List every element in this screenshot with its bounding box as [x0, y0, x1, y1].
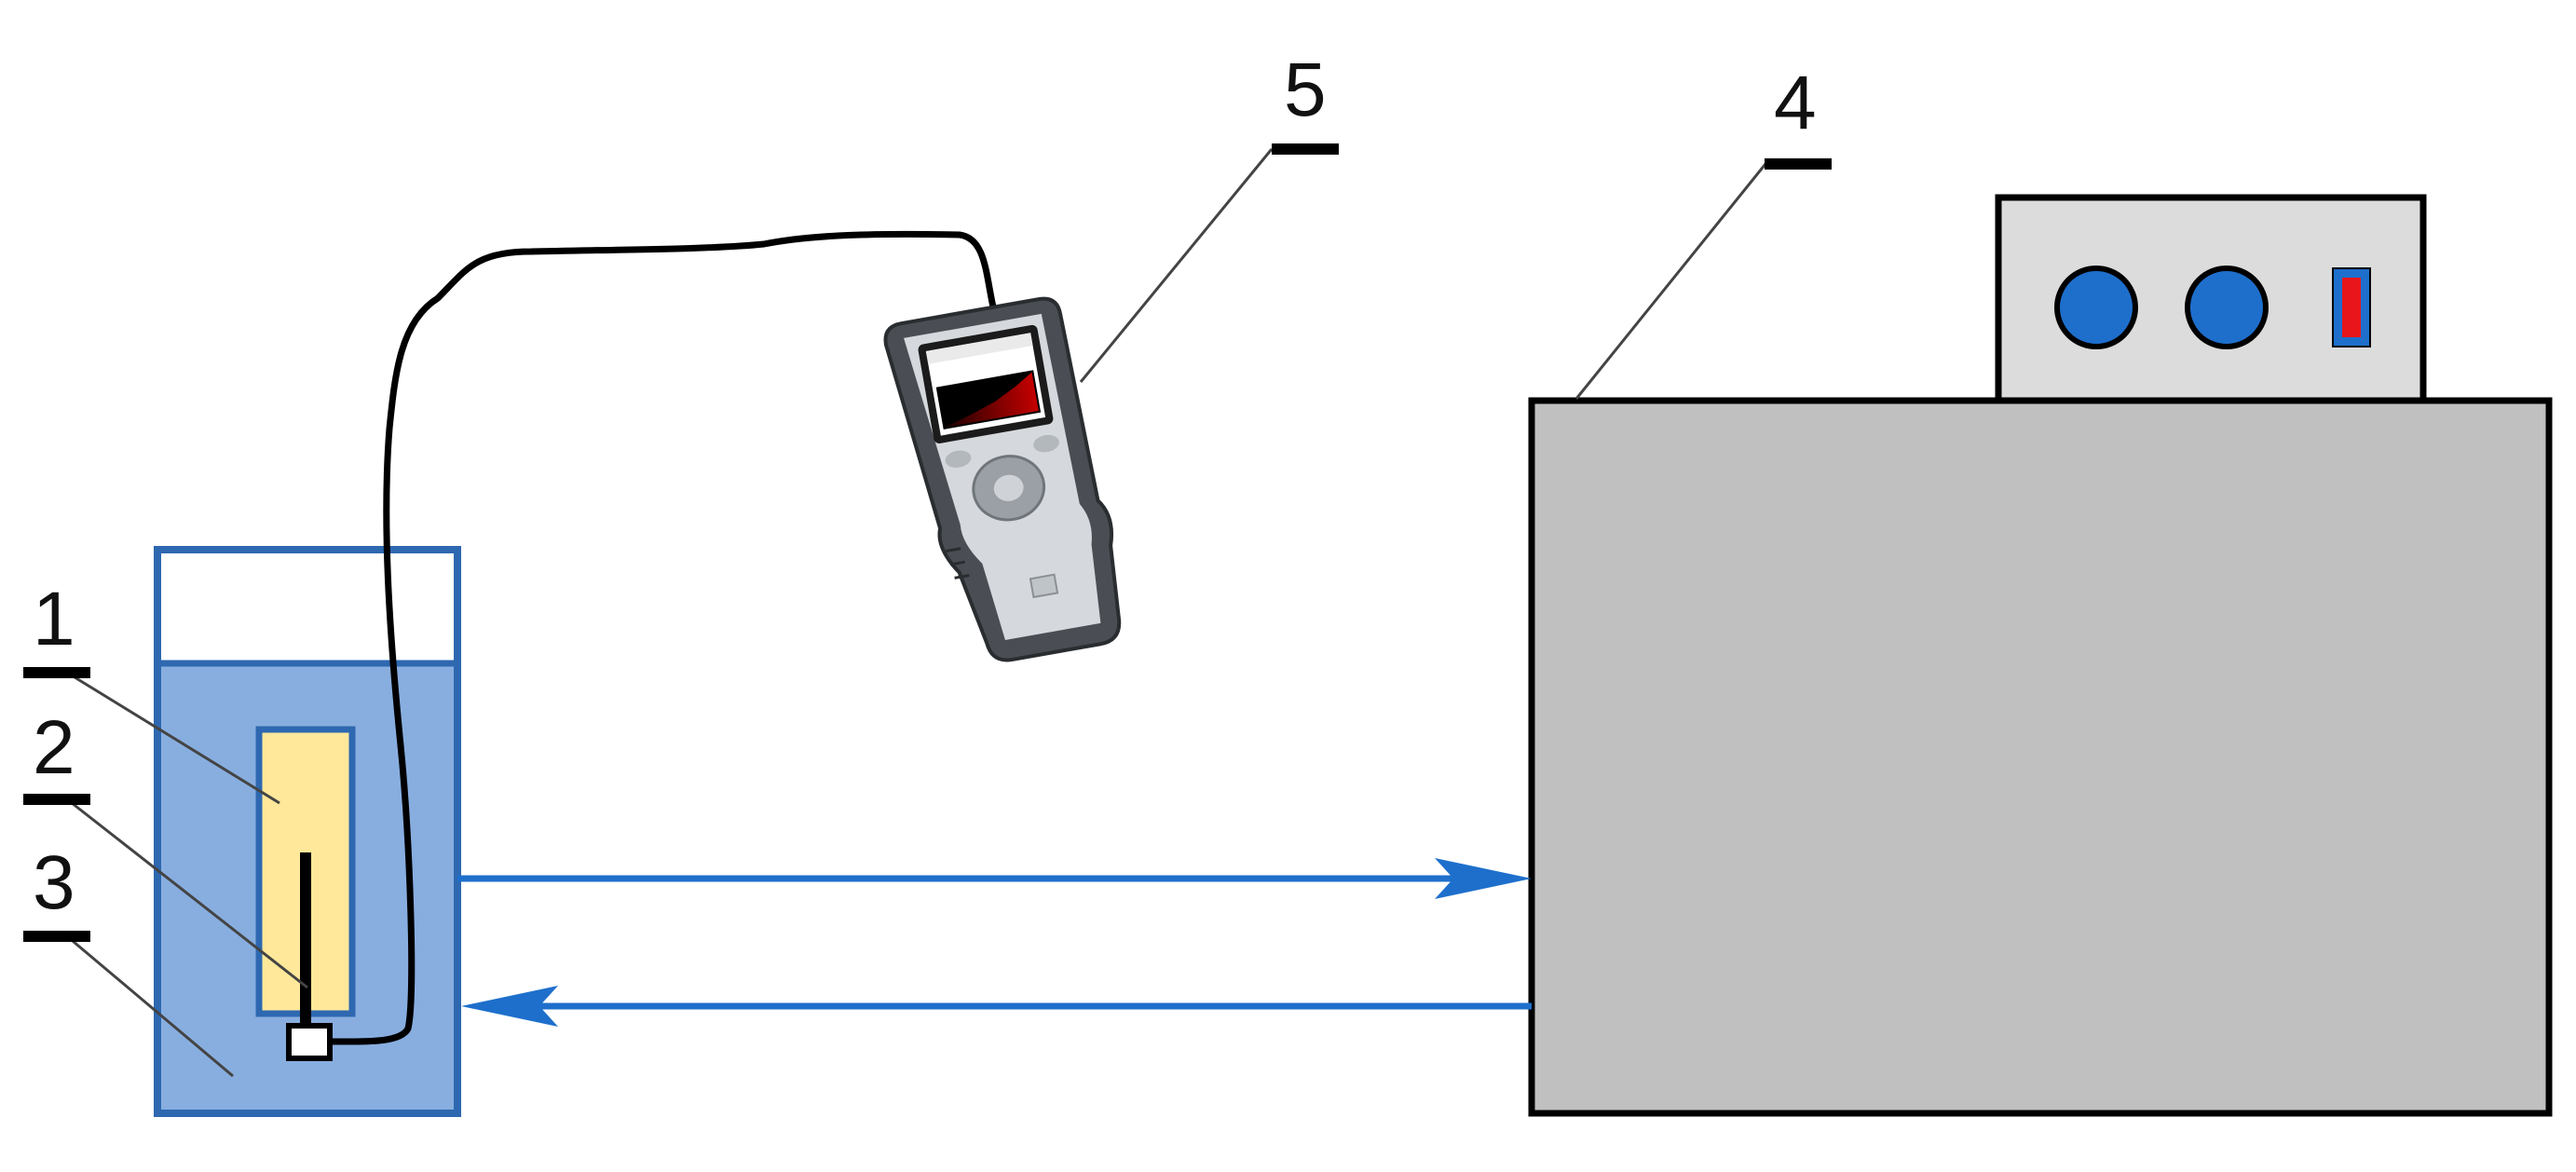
probe-cable — [329, 230, 999, 1045]
thermostat — [1528, 194, 2553, 1117]
vessel-outline — [154, 546, 461, 1117]
meter-screen-header — [925, 333, 1033, 364]
label-bar-4 — [1765, 158, 1832, 170]
arrow-left-icon — [461, 986, 558, 1027]
knob-icon — [2054, 266, 2138, 349]
circulation — [457, 858, 1532, 1027]
meter-grip-2 — [949, 560, 966, 566]
label-bar-1 — [23, 667, 90, 678]
label-bar-2 — [23, 794, 90, 805]
label-bars — [23, 143, 1832, 942]
label-4: 4 — [1774, 61, 1817, 145]
label-2: 2 — [33, 705, 75, 790]
leader-1 — [66, 671, 280, 805]
meter-screen-curve — [945, 372, 1039, 428]
leader-3 — [66, 934, 234, 1078]
vessel — [154, 546, 461, 1117]
meter-button-left — [945, 450, 972, 468]
label-bar-3 — [23, 931, 90, 942]
meter-button-right — [1033, 434, 1059, 453]
label-1: 1 — [33, 577, 75, 661]
meter-logo — [1029, 573, 1059, 599]
meter-grip-1 — [946, 547, 961, 553]
thermostat-body — [1528, 397, 2553, 1117]
leader-lines — [66, 148, 1767, 1078]
knob-icon — [2185, 266, 2269, 349]
leader-2 — [66, 797, 308, 989]
arrow-right-icon — [1435, 858, 1532, 899]
handheld-meter — [883, 296, 1122, 662]
leader-4 — [1574, 163, 1767, 400]
leader-5 — [1079, 148, 1274, 383]
indicator-light-icon — [2342, 278, 2361, 337]
label-3: 3 — [33, 840, 75, 925]
probe-head — [286, 1023, 333, 1061]
meter-grip-3 — [954, 574, 970, 579]
label-bar-5 — [1272, 143, 1339, 155]
meter-dpad-center — [993, 474, 1024, 501]
label-5: 5 — [1284, 48, 1327, 132]
